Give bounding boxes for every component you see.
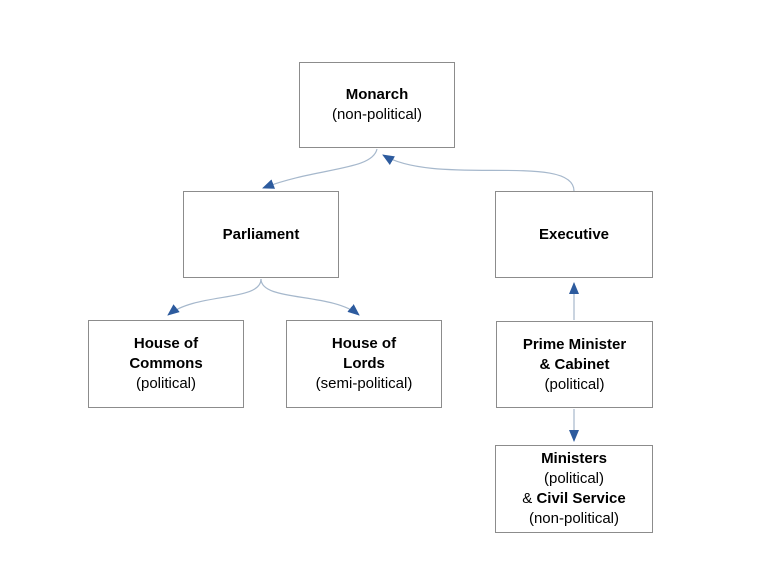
- node-house-of-commons: House of Commons (political): [88, 320, 244, 408]
- node-prime-minister-cabinet: Prime Minister & Cabinet (political): [496, 321, 653, 408]
- node-house-of-commons-title-line2: Commons: [129, 355, 203, 372]
- node-house-of-lords: House of Lords (semi-political): [286, 320, 442, 408]
- connector-monarch-to-parliament: [262, 148, 378, 189]
- node-executive: Executive: [495, 191, 653, 278]
- node-house-of-commons-subtitle: (political): [135, 375, 196, 392]
- node-ministers-line4: (non-political): [528, 510, 620, 527]
- connector-executive-to-monarch: [382, 154, 575, 192]
- node-ministers-line2: (political): [543, 470, 604, 487]
- node-parliament-title: Parliament: [222, 225, 300, 243]
- node-ministers-line3-bold: Civil Service: [536, 490, 626, 507]
- node-prime-minister-cabinet-title-line2: & Cabinet: [539, 355, 610, 373]
- node-house-of-lords-title-line1: House of: [331, 335, 397, 352]
- node-monarch-subtitle: (non-political): [331, 106, 423, 123]
- node-house-of-lords-title-line2: Lords: [343, 355, 385, 372]
- node-monarch: Monarch (non-political): [299, 62, 455, 148]
- node-ministers-line1: Ministers: [541, 450, 607, 467]
- node-house-of-commons-title-line1: House of: [133, 335, 199, 352]
- node-executive-title: Executive: [538, 225, 610, 243]
- node-ministers-civil-service: Ministers (political) & Civil Service (n…: [495, 445, 653, 533]
- node-prime-minister-cabinet-title-line1: Prime Minister: [522, 335, 627, 353]
- node-monarch-title: Monarch: [345, 86, 409, 103]
- connector-parliament-to-commons: [167, 278, 262, 316]
- node-ministers-line3: & Civil Service: [522, 489, 625, 509]
- node-prime-minister-cabinet-subtitle: (political): [544, 375, 605, 393]
- node-ministers-line3-prefix: &: [522, 490, 537, 507]
- node-parliament: Parliament: [183, 191, 339, 278]
- node-house-of-lords-subtitle: (semi-political): [315, 375, 413, 392]
- connector-parliament-to-lords: [260, 278, 360, 316]
